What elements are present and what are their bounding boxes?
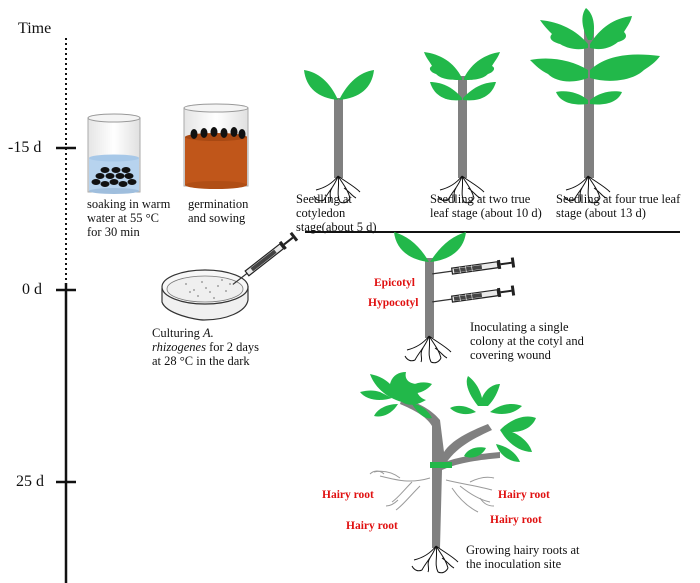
hypocotyl-syringe-icon bbox=[430, 284, 517, 308]
four-leaf-label: Seedling at four true leaf stage (about … bbox=[556, 192, 681, 220]
tick-label-0: 0 d bbox=[22, 281, 42, 298]
hairy-root-label-2: Hairy root bbox=[346, 520, 398, 532]
culturing-prefix: Culturing bbox=[152, 326, 204, 340]
inoculating-label: Inoculating a single colony at the cotyl… bbox=[470, 320, 584, 362]
germination-pot-icon bbox=[183, 103, 249, 189]
epicotyl-label: Epicotyl bbox=[374, 277, 415, 289]
hairy-root-label-4: Hairy root bbox=[490, 514, 542, 526]
hypocotyl-label: Hypocotyl bbox=[368, 297, 419, 309]
tick-label-25: 25 d bbox=[16, 473, 44, 490]
hairy-root-plant-icon bbox=[360, 372, 536, 574]
growing-label: Growing hairy roots at the inoculation s… bbox=[466, 543, 580, 571]
culturing-suffix: for 2 days at 28 °C in the dark bbox=[152, 340, 260, 368]
culturing-species: A. rhizogenes bbox=[152, 326, 214, 354]
cotyledon-seedling-icon bbox=[304, 70, 374, 204]
soaking-beaker-icon bbox=[87, 113, 141, 194]
hairy-root-label-3: Hairy root bbox=[498, 489, 550, 501]
soaking-label: soaking in warm water at 55 °C for 30 mi… bbox=[87, 197, 171, 239]
tick-label-minus15: -15 d bbox=[8, 139, 42, 156]
petri-dish-icon bbox=[161, 269, 249, 321]
axis-title: Time bbox=[18, 20, 52, 37]
two-leaf-label: Seedling at two true leaf stage (about 1… bbox=[430, 192, 542, 220]
four-leaf-seedling-icon bbox=[530, 8, 660, 204]
culture-syringe-icon bbox=[232, 231, 299, 285]
epicotyl-syringe-icon bbox=[430, 256, 517, 280]
inoculation-seedling-icon bbox=[394, 232, 466, 364]
culturing-label: Culturing A. rhizogenes for 2 days at 28… bbox=[152, 326, 264, 368]
germination-label: germination and sowing bbox=[188, 197, 249, 225]
hairy-root-label-1: Hairy root bbox=[322, 489, 374, 501]
two-leaf-seedling-icon bbox=[424, 52, 500, 204]
cotyledon-label: Seedling at cotyledon stage(about 5 d) bbox=[296, 192, 377, 234]
